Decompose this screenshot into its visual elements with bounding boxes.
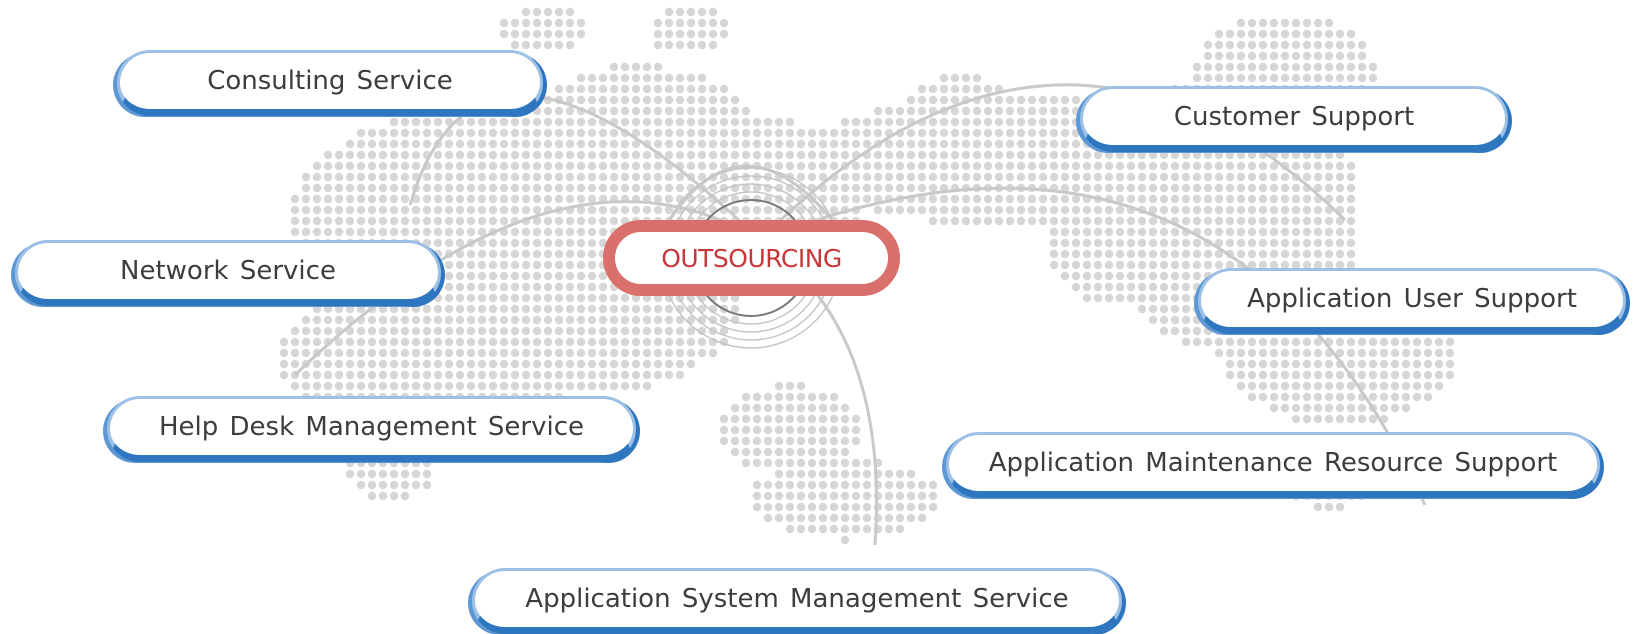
outsourcing-label: OUTSOURCING: [661, 243, 842, 273]
consulting-service-label: Consulting Service: [207, 66, 453, 96]
network-service-label: Network Service: [120, 256, 336, 286]
arc-center-loop: [658, 164, 842, 236]
arc-right-mid: [759, 186, 1427, 506]
help-desk-management-service-label: Help Desk Management Service: [158, 412, 585, 442]
application-system-management-service-node: Application System Management Service: [472, 568, 1122, 634]
help-desk-management-service-node: Help Desk Management Service: [107, 396, 636, 462]
customer-support-node: Customer Support: [1080, 86, 1508, 152]
customer-support-label: Customer Support: [1173, 102, 1415, 132]
application-system-management-service-label: Application System Management Service: [525, 584, 1069, 614]
consulting-service-node: Consulting Service: [117, 50, 543, 116]
application-maintenance-resource-support-node: Application Maintenance Resource Support: [946, 432, 1600, 498]
network-service-node: Network Service: [15, 240, 441, 306]
arc-left-bottom: [293, 200, 761, 377]
application-user-support-label: Application User Support: [1247, 284, 1577, 314]
application-user-support-node: Application User Support: [1198, 268, 1626, 334]
application-maintenance-resource-support-label: Application Maintenance Resource Support: [988, 448, 1558, 478]
outsourcing-center-node: OUTSOURCING: [603, 220, 900, 296]
